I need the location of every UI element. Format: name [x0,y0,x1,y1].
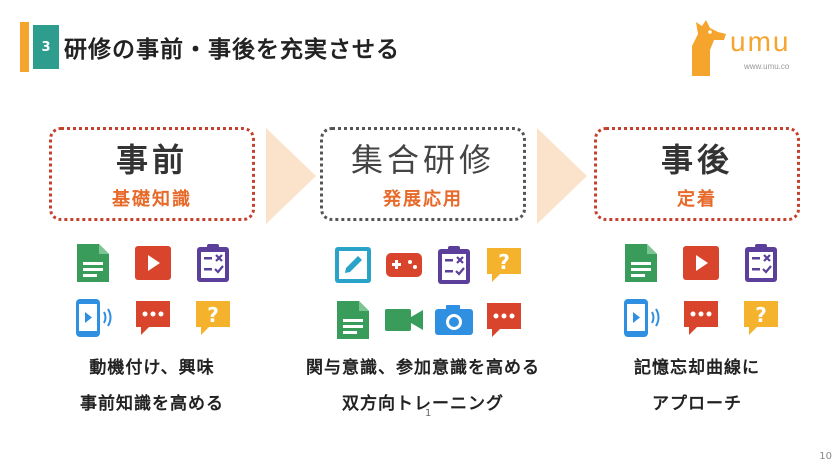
stage-caption-line: 双方向トレーニング [342,394,504,414]
umu-logo: umu www.umu.co [684,16,810,80]
quiz-clipboard-icon [745,244,777,282]
document-icon [625,244,657,282]
edit-pencil-icon [335,247,371,283]
stage-caption-line: 関与意識、参加意識を高める [306,358,540,378]
title-accent-bar [20,22,29,72]
svg-text:?: ? [498,250,510,274]
chat-bubble-icon [684,301,718,335]
stage-caption-line: 事前知識を高める [80,394,224,414]
document-icon [77,244,109,282]
stage-box-training: 集合研修 発展応用 [320,127,526,221]
stage-caption-line: 動機付け、興味 [89,358,215,378]
logo-wordmark: umu [730,26,791,57]
stage-caption-line: アプローチ [652,394,742,414]
svg-text:?: ? [207,303,219,327]
flow-arrow [537,128,587,224]
game-controller-icon [386,253,422,277]
chat-bubble-icon [487,303,521,337]
stage-box-after: 事後 定着 [594,127,800,221]
mobile-audio-icon [76,299,112,337]
question-bubble-icon: ? [487,248,521,282]
mobile-audio-icon [624,299,660,337]
stage-subtitle: 基礎知識 [112,189,192,210]
slide-section-number: 3 [33,25,59,69]
photo-camera-icon [435,305,473,335]
video-play-icon [683,246,719,280]
video-play-icon [135,246,171,280]
footnote-marker: 1 [425,408,432,419]
stage-box-before: 事前 基礎知識 [49,127,255,221]
stage-title: 事後 [660,141,733,179]
question-bubble-icon: ? [744,301,778,335]
stage-subtitle: 定着 [677,189,717,210]
stage-subtitle: 発展応用 [383,189,463,210]
flow-arrow [266,128,316,224]
logo-url: www.umu.co [744,62,790,71]
stage-title: 事前 [115,141,188,179]
giraffe-logo-icon [692,20,726,76]
slide-title: 研修の事前・事後を充実させる [64,37,400,63]
svg-text:?: ? [755,303,767,327]
page-number: 10 [819,451,832,462]
quiz-clipboard-icon [438,246,470,284]
document-icon [337,301,369,339]
chat-bubble-icon [136,301,170,335]
stage-caption-line: 記憶忘却曲線に [634,358,760,378]
video-camera-icon [385,309,423,331]
question-bubble-icon: ? [196,301,230,335]
stage-title: 集合研修 [350,141,495,179]
quiz-clipboard-icon [197,244,229,282]
